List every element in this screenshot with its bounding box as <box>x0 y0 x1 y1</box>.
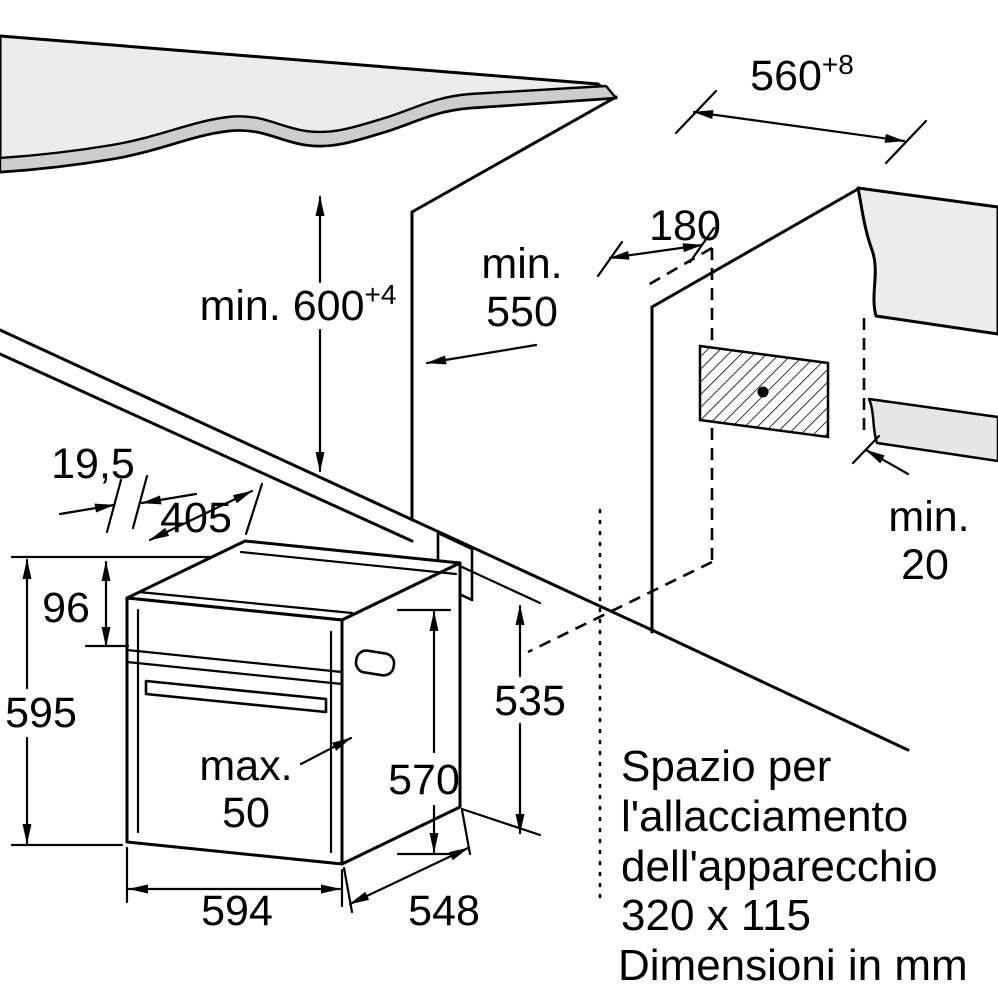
dim-594-arrow <box>125 846 344 908</box>
note-line-4: 320 x 115 <box>621 891 811 940</box>
cabinet-floor-edge-lower <box>0 352 414 543</box>
dim-594-label: 594 <box>201 887 273 935</box>
dim-50-label-line1: max. <box>199 742 292 790</box>
oven-top-face-lines <box>137 550 458 615</box>
dim-550-arrow <box>425 343 538 365</box>
note-line-1: Spazio per <box>621 742 831 791</box>
dim-180-arrow <box>596 226 716 278</box>
dim-405-label: 405 <box>160 494 232 542</box>
dim-20-label-line2: 20 <box>901 541 949 589</box>
oven-handle <box>144 679 328 714</box>
dim-96-arrow <box>84 560 130 648</box>
dim-50-arrow <box>299 736 353 766</box>
wall-panel <box>856 186 998 336</box>
cabinet-front-frame-top <box>650 187 860 309</box>
dim-20-arrow <box>851 434 910 476</box>
dim-548-label: 548 <box>408 887 480 935</box>
dim-560-arrow <box>674 89 928 165</box>
connection-area <box>698 344 830 439</box>
dim-535-arrow <box>460 565 542 837</box>
dim-50-label-line2: 50 <box>222 789 270 837</box>
dim-550-label-line1: min. <box>481 240 562 288</box>
note-line-5: Dimensioni in mm <box>618 941 968 990</box>
dim-600-label: min. 600+4 <box>200 279 397 330</box>
dim-595-arrow <box>10 555 214 847</box>
note-line-3: dell'apparecchio <box>621 842 938 891</box>
dim-180-label: 180 <box>649 202 721 250</box>
dim-535-label: 535 <box>494 677 566 725</box>
dim-550-label-line2: 550 <box>486 288 558 336</box>
hidden-edges-dashed <box>527 246 866 654</box>
dim-405-arrow <box>148 482 264 542</box>
niche-ceiling-edge <box>410 95 618 214</box>
dim-20-label-line1: min. <box>888 493 969 541</box>
oven-front-face <box>125 596 344 866</box>
connection-point-dot <box>757 386 769 398</box>
note-block: Spazio per l'allacciamento dell'apparecc… <box>618 742 968 990</box>
dim-548-arrow <box>342 808 472 914</box>
oven-drawing <box>125 539 462 866</box>
dim-595-label: 595 <box>5 689 77 737</box>
oven-vent <box>354 649 396 677</box>
dim-570-label: 570 <box>388 756 460 804</box>
dimension-labels: 560+8 180 min. 550 min. 600+4 19,5 405 9… <box>5 49 969 935</box>
dim-96-label: 96 <box>42 584 90 632</box>
countertop-edge-band <box>0 84 618 174</box>
dim-560-label: 560+8 <box>750 49 854 100</box>
note-line-2: l'allacciamento <box>621 792 908 841</box>
lower-counter-strip <box>867 397 998 463</box>
cabinet-floor-edge <box>0 328 656 633</box>
oven-door-lines <box>125 608 344 854</box>
dim-19-5-label: 19,5 <box>51 440 135 488</box>
cabinet-front-frame-bottom <box>652 629 910 752</box>
